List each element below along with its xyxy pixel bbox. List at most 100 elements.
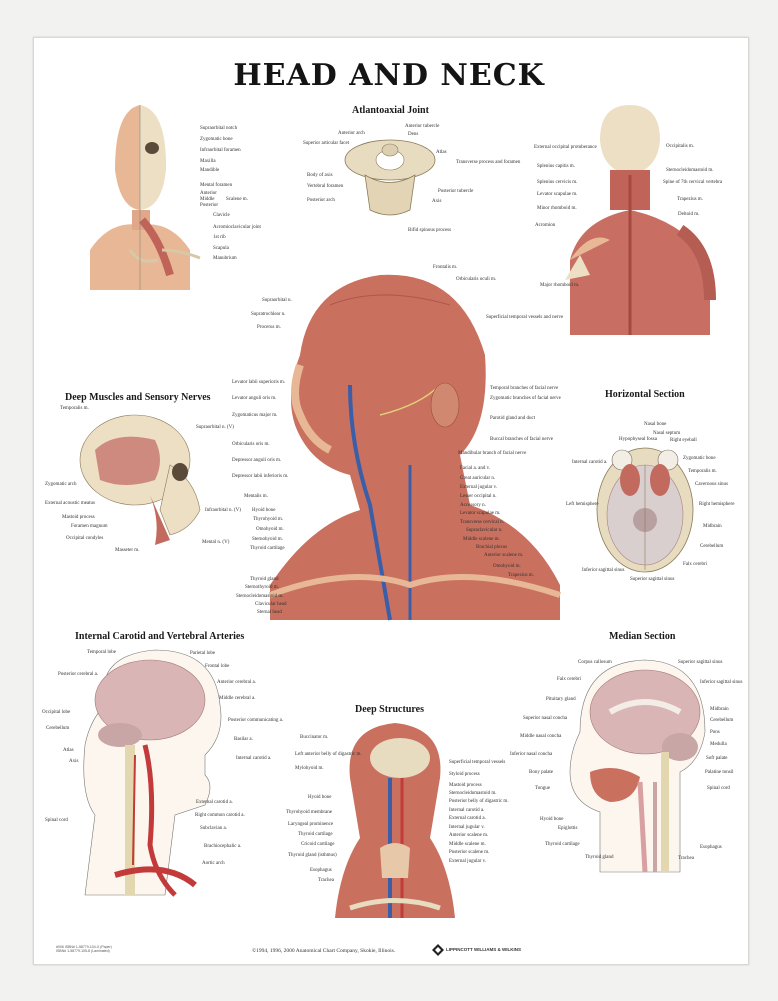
- label-mandibular-branch: Mandibular branch of facial nerve: [458, 451, 527, 456]
- label-spine-c7: Spine of 7th cervical vertebra: [663, 180, 723, 185]
- section-title-carotid: Internal Carotid and Vertebral Arteries: [75, 631, 245, 642]
- label-middle-scalene-deep: Middle scalene m.: [449, 842, 486, 847]
- label-buccal-branches: Buccal branches of facial nerve: [490, 437, 554, 442]
- label-inferior-sagittal-median: Inferior sagittal sinus: [700, 680, 743, 685]
- label-posterior-arch: Posterior arch: [307, 198, 335, 203]
- label-trapezius-central: Trapezius m.: [508, 573, 534, 578]
- label-external-jugular-deep: External jugular v.: [449, 859, 487, 864]
- label-superficial-temporal: Superficial temporal vessels and nerve: [486, 315, 564, 320]
- label-hypophyseal-fossa: Hypophyseal fossa: [619, 437, 657, 442]
- label-trapezius-posterior: Trapezius m.: [677, 197, 703, 202]
- label-epiglottis: Epiglottis: [558, 826, 578, 831]
- label-deltoid: Deltoid m.: [678, 212, 700, 217]
- label-omohyoid-left: Omohyoid m.: [256, 527, 284, 532]
- label-mental-v: Mental n. (V): [202, 540, 230, 545]
- label-buccinator: Buccinator m.: [300, 735, 329, 740]
- label-axis: Axis: [432, 199, 442, 204]
- label-corpus-callosum: Corpus callosum: [578, 660, 612, 665]
- label-right-common-carotid: Right common carotid a.: [195, 813, 245, 818]
- label-transverse-cervical: Transverse cervical n.: [460, 520, 504, 525]
- label-supraorbital-n: Supraorbital n.: [262, 298, 292, 303]
- label-styloid-process: Styloid process: [449, 772, 480, 777]
- label-external-carotid: External carotid a.: [196, 800, 233, 805]
- label-orbicularis-oris: Orbicularis oris m.: [232, 442, 270, 447]
- label-subclavian: Subclavian a.: [200, 826, 227, 831]
- label-sternal-head: Sternal head: [257, 610, 282, 615]
- publisher-name: LIPPINCOTT WILLIAMS & WILKINS: [446, 947, 521, 952]
- label-orbicularis-oculi: Orbicularis oculi m.: [456, 277, 497, 282]
- label-thyroid-cartilage-median: Thyroid cartilage: [545, 842, 580, 847]
- label-masseter: Masseter m.: [115, 548, 140, 553]
- label-thyrohyoid-membrane: Thyrohyoid membrane: [286, 810, 332, 815]
- atlantoaxial-figure: [344, 139, 436, 216]
- label-internal-carotid: Internal carotid a.: [236, 756, 272, 761]
- label-right-eyeball: Right eyeball: [670, 438, 697, 443]
- label-supratrochlear-n: Supratrochlear n.: [251, 312, 286, 317]
- label-pituitary-gland: Pituitary gland: [546, 697, 576, 702]
- label-zygomatic-bone-horizontal: Zygomatic bone: [683, 456, 716, 461]
- label-temporalis-horizontal: Temporalis m.: [688, 469, 717, 474]
- label-medulla: Medulla: [710, 742, 727, 747]
- label-lesser-occipital: Lesser occipital n.: [460, 494, 497, 499]
- label-anterior-arch: Anterior arch: [338, 131, 365, 136]
- section-title-horizontal: Horizontal Section: [605, 389, 685, 400]
- label-mylohyoid: Mylohyoid m.: [295, 766, 324, 771]
- label-levator-anguli: Levator anguli oris m.: [232, 396, 277, 401]
- label-left-hemisphere: Left hemisphere: [566, 502, 599, 507]
- label-posterior-digastric: Posterior belly of digastric m.: [449, 799, 509, 804]
- label-middle-cerebral: Middle cerebral a.: [219, 696, 256, 701]
- label-trachea-deep: Trachea: [318, 878, 334, 883]
- label-splenius-capitis: Splenius capitis m.: [537, 164, 575, 169]
- label-external-acoustic: External acoustic meatus: [45, 501, 95, 506]
- publisher-logo-icon: [432, 944, 444, 956]
- section-title-deep-structures: Deep Structures: [355, 704, 424, 715]
- label-zygomatic-arch: Zygomatic arch: [45, 482, 77, 487]
- label-cavernous-sinus: Cavernous sinus: [695, 482, 728, 487]
- label-superficial-temporal-deep: Superficial temporal vessels: [449, 760, 506, 765]
- label-infraorbital-v: Infraorbital n. (V): [205, 508, 241, 513]
- label-temporalis-deep: Temporalis m.: [60, 406, 89, 411]
- label-foramen-magnum: Foramen magnum: [71, 524, 108, 529]
- label-supraorbital-v: Supraorbital n. (V): [196, 425, 234, 430]
- label-thyrohyoid: Thyrohyoid m.: [253, 517, 283, 522]
- label-mandible: Mandible: [200, 168, 220, 173]
- label-thyroid-gland-central: Thyroid gland: [250, 577, 279, 582]
- label-external-occipital-protuberance: External occipital protuberance: [534, 145, 597, 150]
- label-sternothyroid: Sternothyroid m.: [245, 585, 279, 590]
- label-posterior-scalene: Posterior scalene m.: [449, 850, 490, 855]
- label-scalene-m: Scalene m.: [226, 197, 248, 202]
- label-clavicular-head: Clavicular head: [255, 602, 287, 607]
- label-spinal-cord-carotid: Spinal cord: [45, 818, 68, 823]
- label-great-auricular: Great auricular n.: [460, 476, 496, 481]
- label-minor-rhomboid: Minor rhomboid m.: [537, 206, 577, 211]
- label-depressor-labii: Depressor labii inferioris m.: [232, 474, 289, 479]
- footer-product-code: #906 ISBN# 1-58779-104-X (Paper) ISBN# 1…: [56, 945, 112, 953]
- anterior-skull-figure: [90, 105, 201, 290]
- label-palatine-tonsil: Palatine tonsil: [705, 770, 734, 775]
- label-superior-sagittal-horizontal: Superior sagittal sinus: [630, 577, 675, 582]
- label-sternocleidomastoid-posterior: Sternocleidomastoid m.: [666, 168, 714, 173]
- label-atlas-carotid: Atlas: [63, 748, 74, 753]
- label-scalene-anterior: Anterior: [200, 191, 217, 196]
- label-body-of-axis: Body of axis: [307, 173, 333, 178]
- deep-muscles-skull-figure: [79, 414, 201, 545]
- label-temporal-lobe: Temporal lobe: [87, 650, 116, 655]
- label-anterior-scalene-deep: Anterior scalene m.: [449, 833, 489, 838]
- label-cerebellum-median: Cerebellum: [710, 718, 734, 723]
- label-axis-carotid: Axis: [69, 759, 79, 764]
- label-frontalis: Frontalis m.: [433, 265, 458, 270]
- label-hyoid-bone-deep: Hyoid bone: [308, 795, 332, 800]
- label-external-carotid-deep: External carotid a.: [449, 816, 486, 821]
- label-soft-palate: Soft palate: [706, 756, 728, 761]
- label-temporal-branches: Temporal branches of facial nerve: [490, 386, 559, 391]
- deep-structures-figure: [335, 723, 455, 918]
- label-left-anterior-digastric: Left anterior belly of digastric m.: [295, 752, 362, 757]
- label-frontal-lobe: Frontal lobe: [205, 664, 230, 669]
- label-infraorbital-foramen: Infraorbital foramen: [200, 148, 241, 153]
- label-mentalis: Mentalis m.: [244, 494, 268, 499]
- label-levator-labii: Levator labii superioris m.: [232, 380, 286, 385]
- label-thyroid-isthmus: Thyroid gland (isthmus): [288, 853, 337, 858]
- label-middle-scalene-central: Middle scalene m.: [463, 537, 500, 542]
- label-inferior-nasal-concha: Inferior nasal concha: [510, 752, 553, 757]
- publisher-logo: LIPPINCOTT WILLIAMS & WILKINS: [432, 943, 532, 957]
